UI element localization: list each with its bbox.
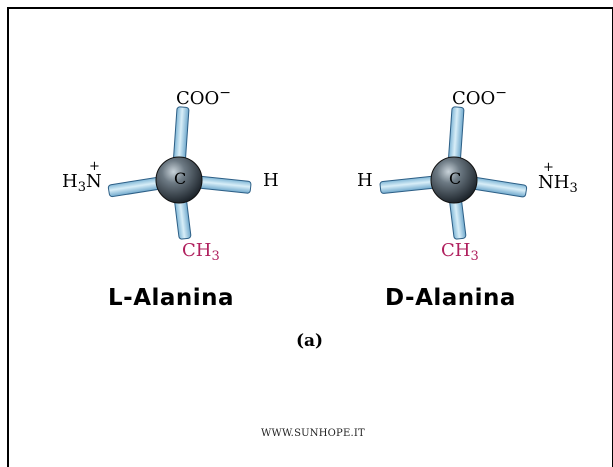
- d-ammonium-charge: +: [543, 160, 554, 175]
- l-methyl-label: CH3: [182, 240, 220, 264]
- d-carbon-atom: [430, 156, 478, 204]
- l-hydrogen-label: H: [263, 170, 279, 191]
- d-carboxylate-label: COO−: [452, 85, 508, 109]
- l-carboxylate-label: COO−: [176, 85, 232, 109]
- d-hydrogen-label: H: [357, 170, 373, 191]
- l-alanina-model: [107, 106, 252, 240]
- d-alanina-name: D-Alanina: [385, 285, 516, 311]
- d-alanina-model: [379, 106, 528, 240]
- figure-caption: (a): [296, 331, 324, 351]
- l-ammonium-charge: +: [89, 159, 100, 174]
- d-carbon-label: C: [449, 169, 462, 188]
- d-methyl-label: CH3: [441, 240, 479, 264]
- l-alanina-name: L-Alanina: [108, 285, 235, 311]
- footer-website: WWW.SUNHOPE.IT: [261, 428, 365, 439]
- l-carbon-label: C: [174, 169, 187, 188]
- d-ammonium-label: NH3: [538, 172, 578, 196]
- l-ammonium-label: H3N: [62, 171, 102, 195]
- l-carbon-atom: [155, 156, 203, 204]
